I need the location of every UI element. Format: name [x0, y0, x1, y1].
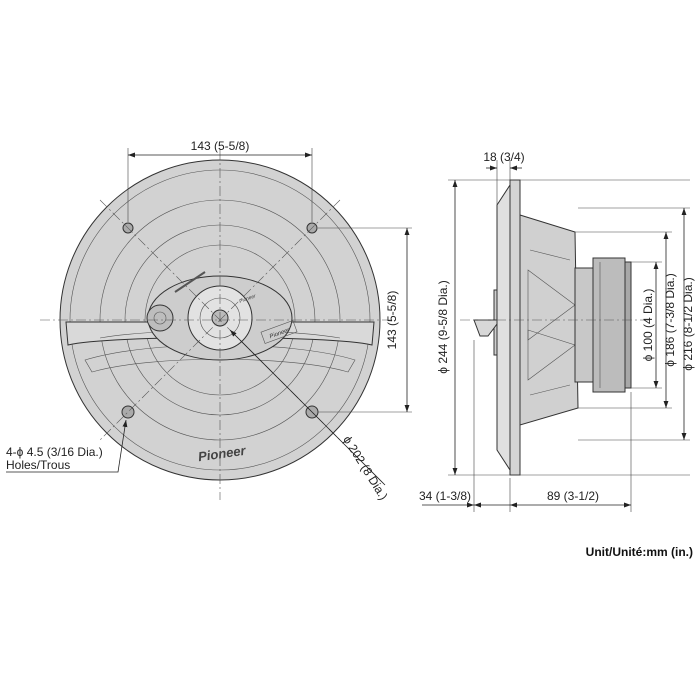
tweeter-bracket	[174, 271, 206, 293]
side-tweeter-dome	[153, 311, 167, 325]
side-hole-spacing-label: 143 (5-5/8)	[385, 291, 399, 350]
magnet	[592, 257, 626, 393]
side-view: ϕ 244 (9-5/8 Dia.) ϕ 216 (8-1/2 Dia.) ϕ …	[419, 150, 695, 512]
basket-rib-2	[529, 384, 571, 396]
top-hole-spacing-label: 143 (5-5/8)	[191, 139, 250, 153]
basket-spoke-1	[527, 269, 576, 341]
unit-label: Unit/Unité:mm (in.)	[586, 545, 693, 559]
flange	[509, 179, 521, 476]
magnet-diameter-label: ϕ 100 (4 Dia.)	[641, 289, 655, 362]
mounting-depth-label: 89 (3-1/2)	[547, 489, 599, 503]
holes-leader	[6, 419, 128, 473]
pod-badge	[260, 320, 298, 344]
brand-logo: Pioneer	[197, 443, 247, 465]
basket-rib-1	[529, 249, 571, 261]
diameter-202-leader	[229, 329, 319, 419]
frame-diameter-label: ϕ 216 (8-1/2 Dia.)	[681, 277, 695, 370]
magnet-cap	[624, 261, 632, 389]
front-view: Pioneer Pioneer Pioneer 143 (5-5/8) 143 …	[6, 139, 412, 502]
diagonal-center-line-2	[99, 199, 341, 441]
side-tweeter	[146, 304, 174, 332]
flange-front	[496, 183, 511, 472]
holes-note-line1: 4-ϕ 4.5 (3/16 Dia.)	[6, 445, 103, 459]
magnet-plate	[574, 267, 594, 383]
diameter-202-leader-ext	[317, 417, 386, 486]
flange-thickness-label: 18 (3/4)	[483, 150, 524, 164]
mount-circle-diameter-label: ϕ 202 (8 Dia.)	[340, 433, 390, 502]
basket-spoke-2	[527, 329, 576, 381]
cutout-diameter-label: ϕ 186 (7-3/8 Dia.)	[663, 273, 677, 366]
overall-diameter-label: ϕ 244 (9-5/8 Dia.)	[436, 280, 450, 373]
front-protrusion-label: 34 (1-3/8)	[419, 489, 471, 503]
holes-note-line2: Holes/Trous	[6, 458, 70, 472]
upper-badge: Pioneer	[239, 293, 258, 305]
